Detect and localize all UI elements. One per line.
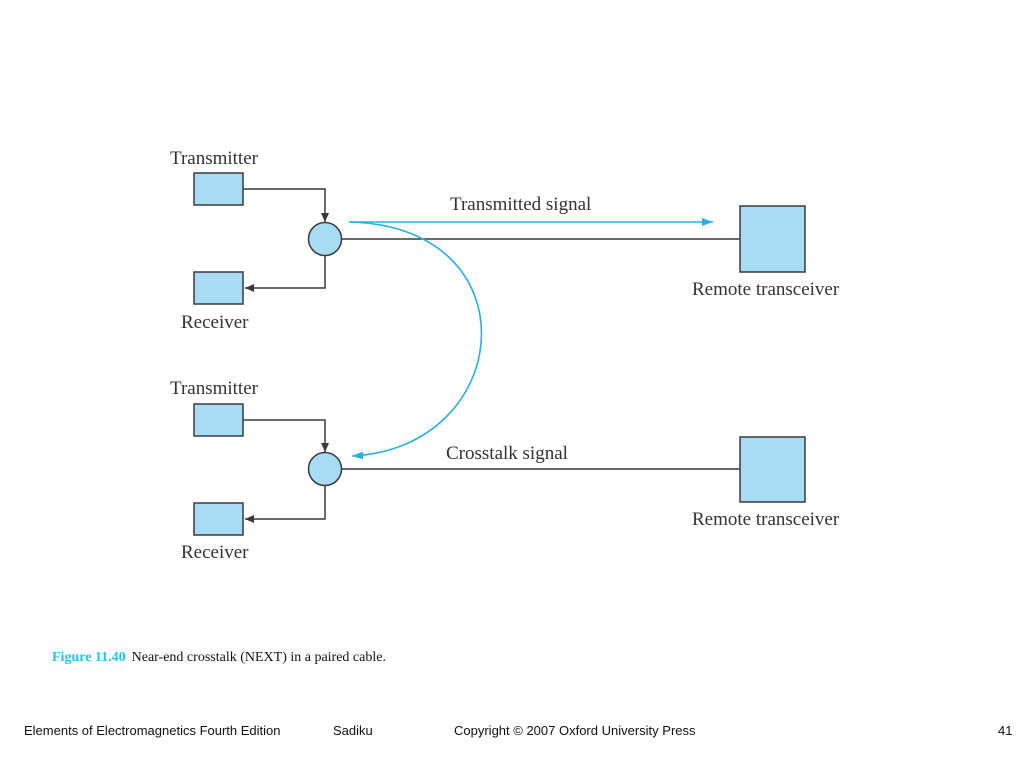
bottom-remote-transceiver-label: Remote transceiver (692, 509, 840, 530)
top-remote-transceiver-box (739, 205, 806, 273)
top-transmitter-wire (243, 188, 329, 222)
footer-author: Sadiku (333, 723, 373, 738)
footer-page-number: 41 (998, 723, 1013, 738)
figure-caption: Figure 11.40 Near-end crosstalk (NEXT) in… (52, 650, 386, 666)
bottom-remote-transceiver-box (739, 436, 806, 503)
bottom-receiver-label: Receiver (181, 542, 249, 563)
footer-book-title: Elements of Electromagnetics Fourth Edit… (24, 723, 281, 738)
bottom-receiver-box (193, 502, 244, 536)
figure-number: Figure 11.40 (52, 650, 126, 665)
figure-caption-text: Near-end crosstalk (NEXT) in a paired ca… (131, 650, 386, 665)
top-transmitter-label: Transmitter (170, 148, 259, 169)
bottom-receiver-wire (245, 486, 326, 523)
top-receiver-wire (245, 256, 326, 292)
footer-copyright: Copyright © 2007 Oxford University Press (454, 723, 696, 738)
bottom-transmitter-label: Transmitter (170, 378, 259, 399)
transmitted-signal-label: Transmitted signal (450, 194, 591, 215)
bottom-hybrid-circle (307, 451, 343, 487)
top-transmitter-box (193, 172, 244, 206)
bottom-transmitter-box (193, 403, 244, 437)
crosstalk-coupling-curve (348, 221, 483, 460)
bottom-transmitter-wire (243, 419, 329, 452)
top-hybrid-circle (307, 221, 343, 257)
top-receiver-box (193, 271, 244, 305)
top-remote-transceiver-label: Remote transceiver (692, 279, 840, 300)
top-receiver-label: Receiver (181, 312, 249, 333)
crosstalk-signal-label: Crosstalk signal (446, 443, 568, 464)
